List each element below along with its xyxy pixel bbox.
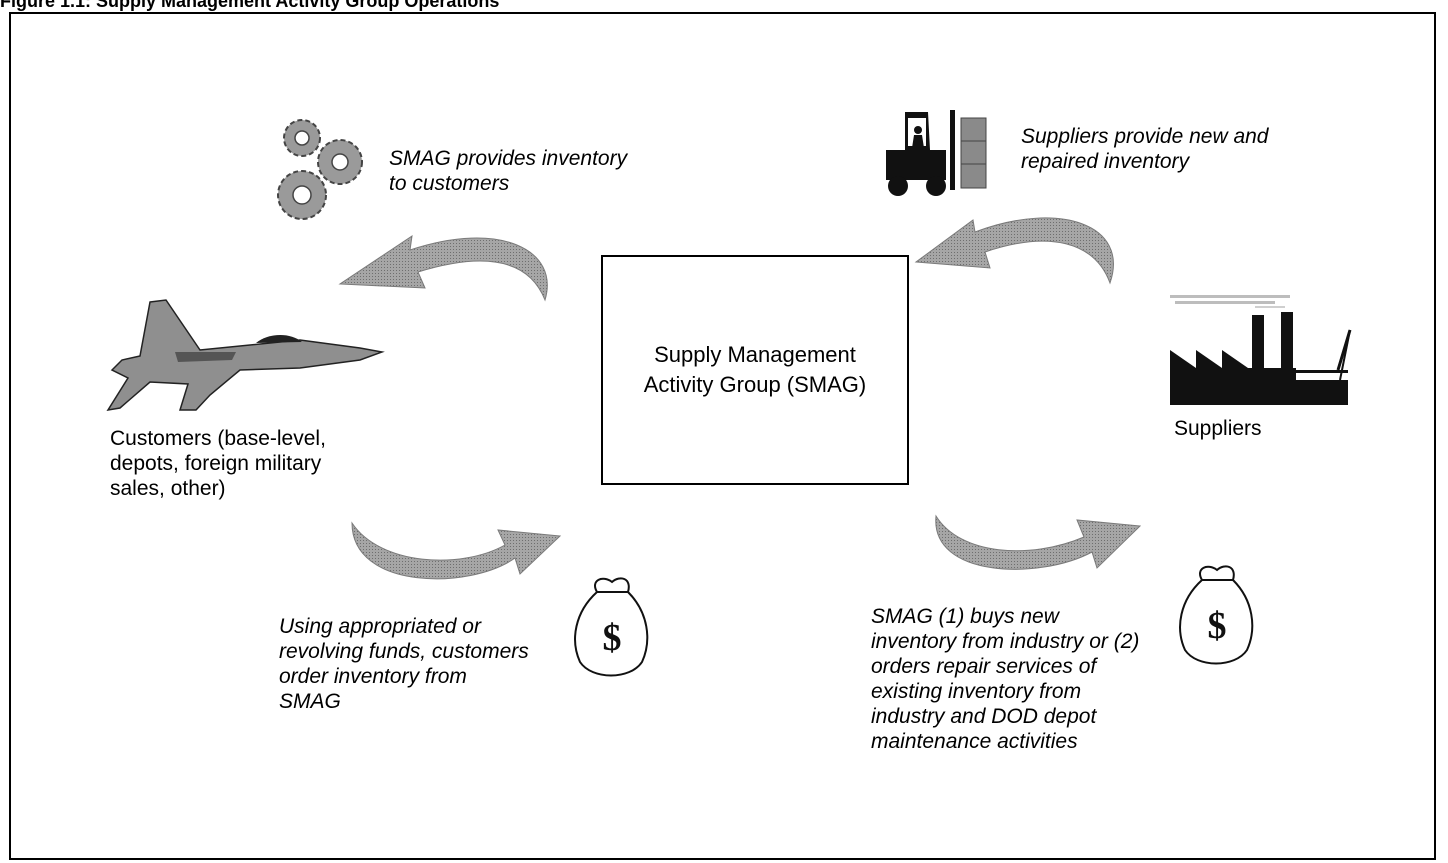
arrow-to-customers — [338, 234, 548, 302]
svg-text:$: $ — [1208, 605, 1227, 647]
forklift-icon — [886, 110, 987, 196]
caption-line: industry and DOD depot — [871, 705, 1097, 728]
arrow-to-smag-from-suppliers — [914, 217, 1114, 285]
smag-label: Supply Management Activity Group (SMAG) — [601, 340, 909, 400]
arrow-smag-to-suppliers — [935, 514, 1142, 570]
customers-label-line: sales, other) — [110, 477, 226, 500]
customers-label: Customers (base-level, depots, foreign m… — [110, 426, 326, 501]
caption-line: revolving funds, customers — [279, 640, 529, 663]
caption-smag-buys: SMAG (1) buys new inventory from industr… — [871, 604, 1139, 754]
factory-icon — [1170, 295, 1352, 405]
caption-line: SMAG provides inventory — [389, 147, 628, 170]
customers-label-line: depots, foreign military — [110, 452, 322, 475]
arrow-customers-to-smag — [351, 521, 562, 580]
fighter-jet-icon — [106, 299, 385, 412]
caption-line: repaired inventory — [1021, 150, 1190, 173]
caption-line: Suppliers provide new and — [1021, 125, 1269, 148]
figure-frame — [9, 12, 1436, 860]
caption-line: order inventory from — [279, 665, 467, 688]
caption-line: SMAG — [279, 690, 341, 713]
caption-line: orders repair services of — [871, 655, 1097, 678]
smag-box — [601, 255, 909, 485]
money-bag-icon: $ — [1179, 565, 1254, 665]
caption-line: SMAG (1) buys new — [871, 605, 1059, 628]
smag-label-line: Supply Management — [654, 342, 856, 367]
caption-suppliers-provide: Suppliers provide new and repaired inven… — [1021, 124, 1269, 174]
caption-line: inventory from industry or (2) — [871, 630, 1140, 653]
svg-text:$: $ — [603, 617, 622, 659]
gears-icon — [277, 119, 363, 220]
caption-smag-provides: SMAG provides inventory to customers — [389, 146, 627, 196]
smag-label-line: Activity Group (SMAG) — [643, 372, 867, 397]
caption-line: maintenance activities — [871, 730, 1078, 753]
figure-title: Figure 1.1: Supply Management Activity G… — [0, 0, 500, 11]
caption-line: existing inventory from — [871, 680, 1082, 703]
caption-customers-order: Using appropriated or revolving funds, c… — [279, 614, 529, 714]
caption-line: Using appropriated or — [279, 615, 481, 638]
money-bag-icon: $ — [574, 577, 649, 677]
caption-line: to customers — [389, 172, 510, 195]
customers-label-line: Customers (base-level, — [110, 427, 326, 450]
suppliers-label: Suppliers — [1174, 417, 1262, 440]
